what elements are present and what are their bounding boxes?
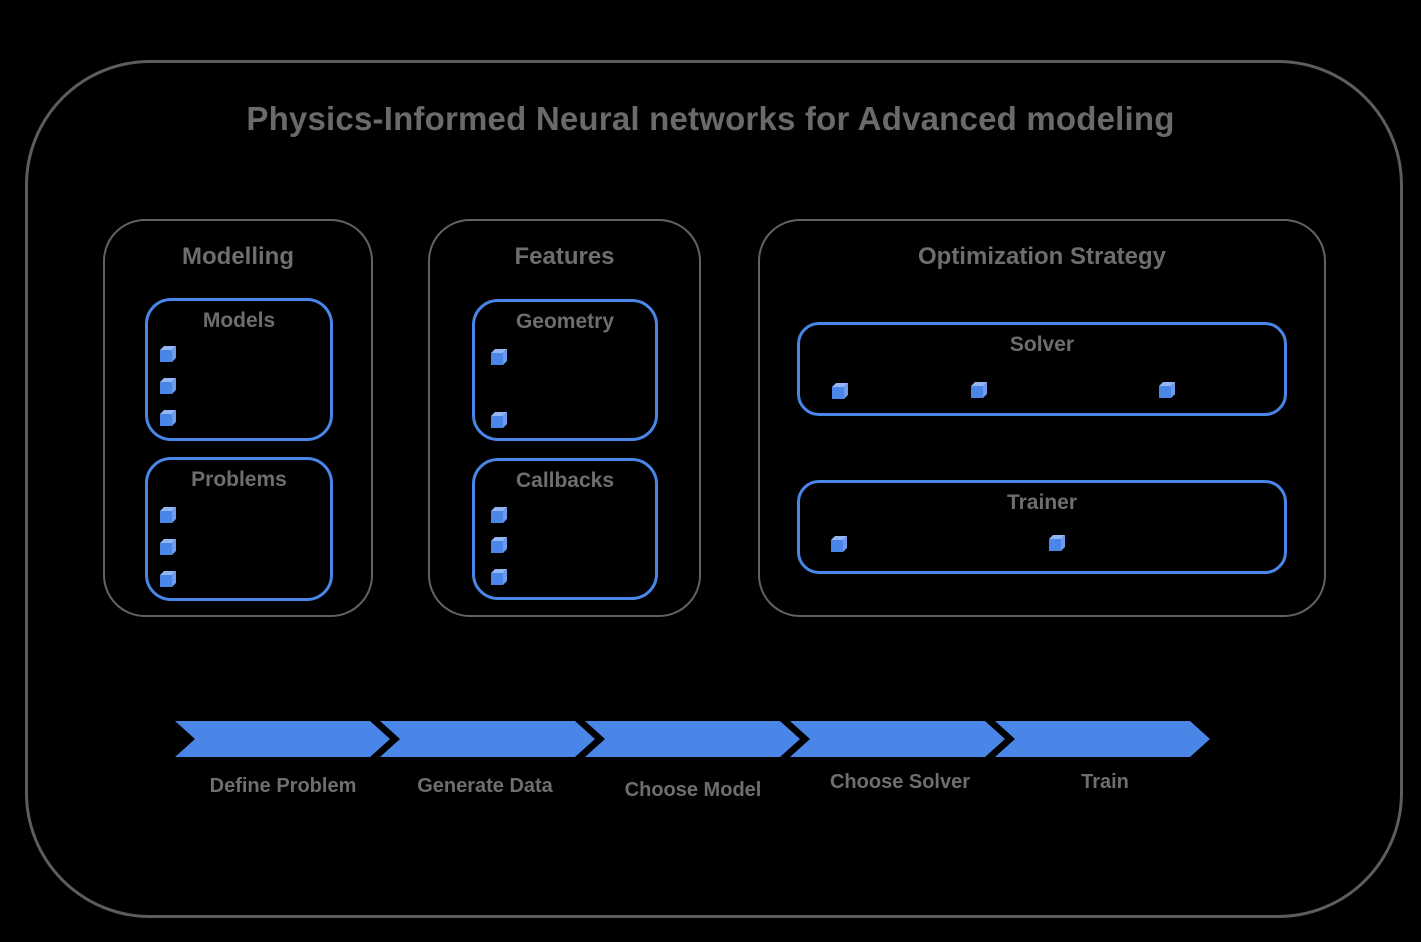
box-solver-label: Solver	[1009, 333, 1075, 356]
cube-icon	[491, 353, 503, 365]
section-optimization-strategy-label: Optimization Strategy	[917, 243, 1167, 270]
cube-icon	[971, 386, 983, 398]
cube-icon	[160, 414, 172, 426]
box-problems: Problems	[145, 457, 333, 601]
page-title: Physics-Informed Neural networks for Adv…	[246, 100, 1175, 137]
pipeline-arrow	[175, 721, 1210, 757]
cube-icon	[160, 382, 172, 394]
box-problems-label: Problems	[191, 468, 287, 491]
chevron-segment	[995, 721, 1210, 757]
box-trainer-label: Trainer	[1006, 491, 1078, 514]
cube-icon	[491, 416, 503, 428]
step-label-generate-data: Generate Data	[417, 775, 553, 797]
cube-icon	[160, 350, 172, 362]
cube-icon	[160, 543, 172, 555]
chevron-segment	[585, 721, 800, 757]
box-callbacks-label: Callbacks	[515, 469, 615, 492]
box-callbacks: Callbacks	[472, 458, 658, 600]
chevron-segment	[175, 721, 390, 757]
box-geometry: Geometry	[472, 299, 658, 441]
box-models-label: Models	[202, 309, 276, 332]
cube-icon	[491, 511, 503, 523]
diagram-frame	[25, 60, 1403, 918]
cube-icon	[832, 387, 844, 399]
section-features: Features	[428, 219, 701, 617]
chevron-segment	[380, 721, 595, 757]
step-label-define-problem: Define Problem	[209, 775, 357, 797]
cube-icon	[160, 511, 172, 523]
cube-icon	[160, 575, 172, 587]
cube-icon	[491, 573, 503, 585]
section-optimization-strategy: Optimization Strategy	[758, 219, 1326, 617]
step-label-choose-model: Choose Model	[624, 779, 762, 801]
cube-icon	[491, 541, 503, 553]
section-modelling-label: Modelling	[182, 243, 294, 270]
box-models: Models	[145, 298, 333, 441]
box-trainer: Trainer	[797, 480, 1287, 574]
box-geometry-label: Geometry	[515, 310, 615, 333]
box-solver: Solver	[797, 322, 1287, 416]
section-modelling: Modelling	[103, 219, 373, 617]
cube-icon	[1049, 539, 1061, 551]
cube-icon	[831, 540, 843, 552]
step-label-train: Train	[1081, 771, 1129, 793]
chevron-segment	[790, 721, 1005, 757]
cube-icon	[1159, 386, 1171, 398]
section-features-label: Features	[514, 243, 615, 270]
step-label-choose-solver: Choose Solver	[829, 771, 971, 793]
